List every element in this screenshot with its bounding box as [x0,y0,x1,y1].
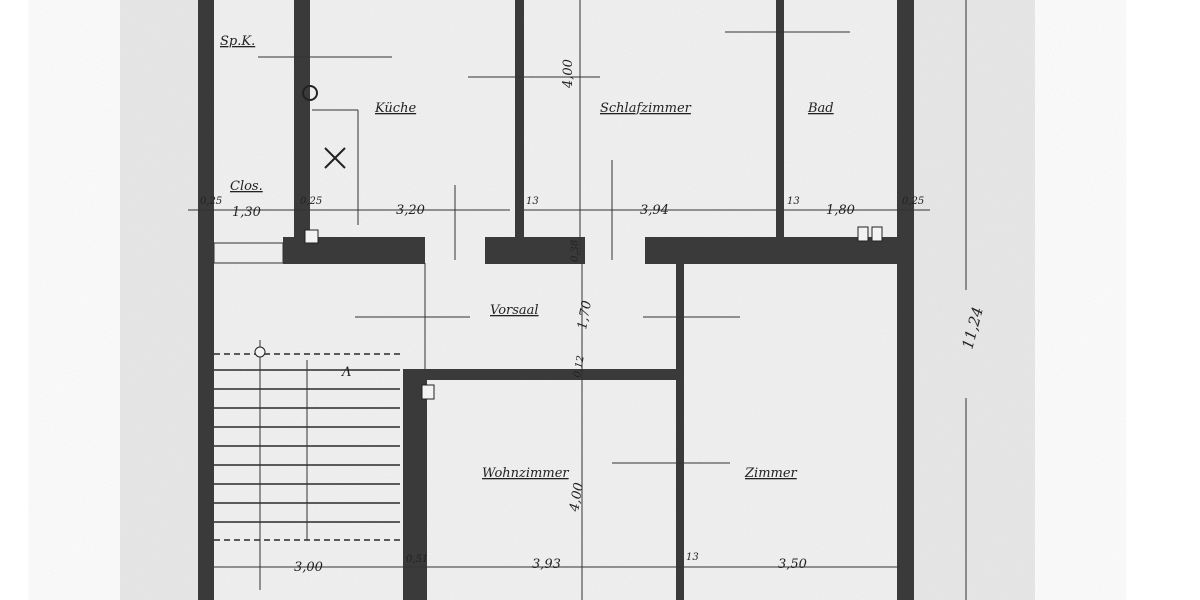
room-label-bedroom: Schlafzimmer [600,101,692,116]
outer-wall-right [897,0,914,600]
room-label-bath: Bad [807,101,834,116]
wall-middle-2 [485,237,585,264]
dimension: 3,50 [778,557,807,572]
dimension: 3,94 [640,203,669,218]
dimension: 0,25 [200,196,222,207]
wall-living-room [676,263,684,600]
dimension: 3,93 [532,557,561,572]
dimension: 13 [686,552,699,563]
paper-grain [120,0,1035,600]
chimney [421,384,435,400]
room-label-kitchen: Küche [374,101,416,116]
wall-hall [405,369,680,380]
dimension: 3,20 [396,203,425,218]
walls [198,0,914,600]
dimension: 1,80 [826,203,855,218]
wall-stair [403,369,427,600]
dimension: 0,51 [406,554,428,565]
dimension: 4,00 [567,482,587,514]
room-label-pantry: Sp.K. [220,34,255,49]
room-label-living-room: Wohnzimmer [482,466,569,481]
room-label-hall: Vorsaal [490,303,539,318]
wall-middle-1 [283,237,425,264]
dimension: 1,70 [575,300,595,331]
dimension: 4,00 [561,59,576,89]
chimney [871,226,883,242]
dimension: 0,12 [572,355,587,379]
dimension: 0,25 [300,196,322,207]
dimension: 13 [787,196,800,207]
dimension: 3,00 [294,560,323,575]
dimension: 13 [526,196,539,207]
dimension: 1,30 [232,205,261,220]
outer-wall-left [198,0,214,600]
dimension: 0,38 [570,240,581,262]
room-label-closet: Clos. [230,179,263,194]
stair-arrow: Λ [341,365,351,380]
room-labels: Sp.K. Küche Schlafzimmer Bad Clos. Vorsa… [220,34,834,481]
dimensions: 0,25 1,30 0,25 3,20 13 3,94 13 1,80 0,25… [200,59,987,575]
room-label-room: Zimmer [744,466,798,481]
chimney [857,226,869,242]
wall-kitchen-bedroom [515,0,524,240]
wall-kitchen-pantry [294,0,310,240]
wall-bedroom-bath [776,0,784,240]
construction-lines [188,0,967,600]
chimney [304,229,319,244]
stairs: Λ [214,340,400,590]
closet-wall [213,242,284,264]
dimension: 0,25 [902,196,924,207]
